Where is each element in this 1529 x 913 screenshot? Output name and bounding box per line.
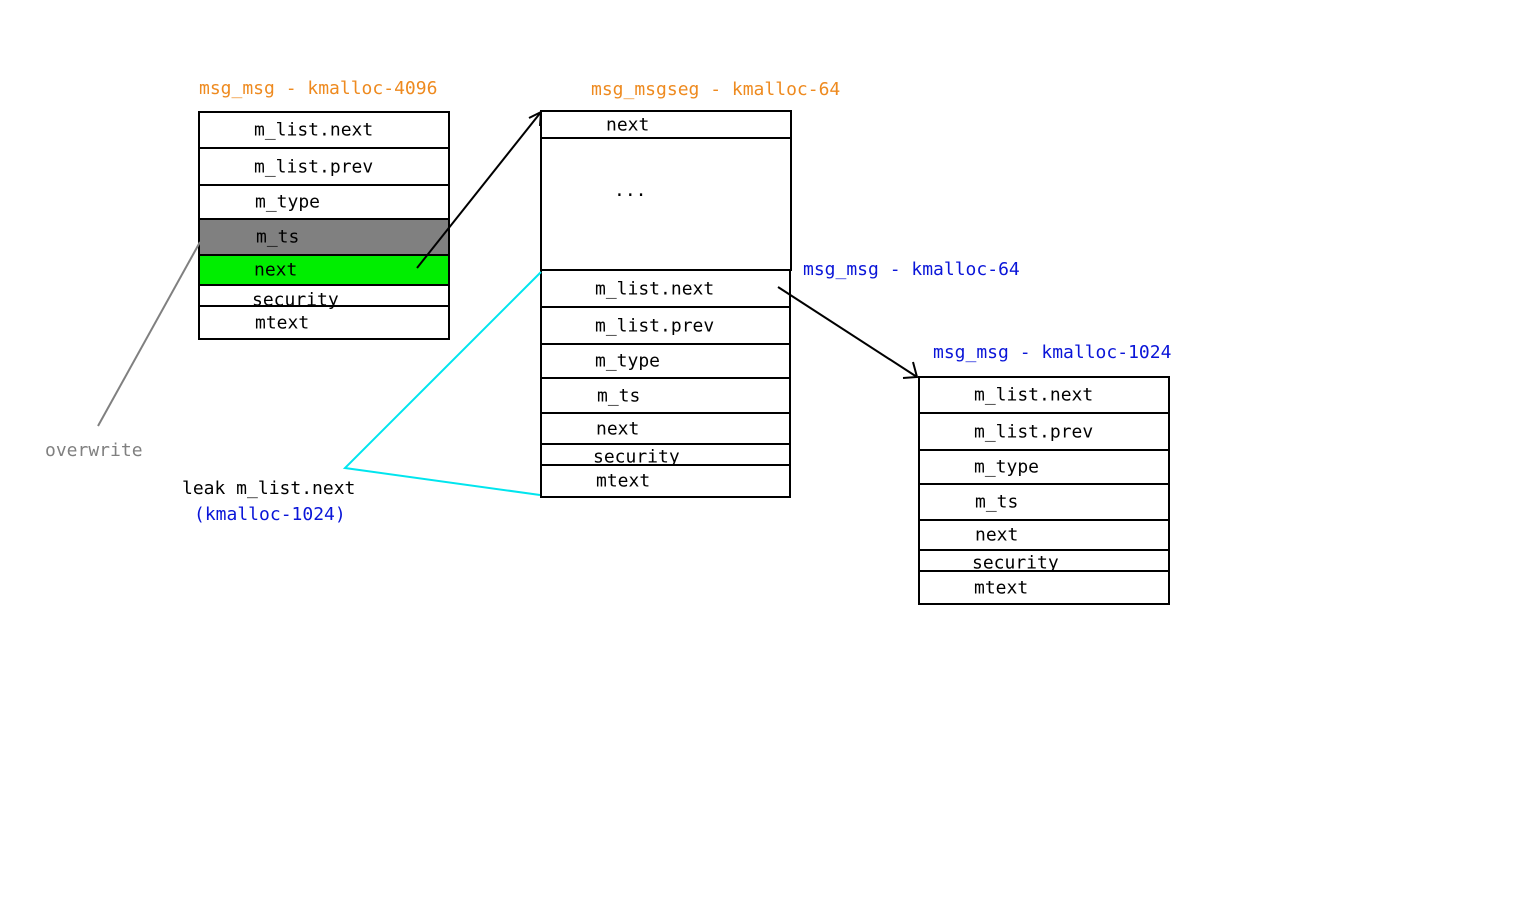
- field-m-list-next: m_list.next: [920, 378, 1168, 414]
- mlist-to-1024-arrowhead: [902, 361, 919, 379]
- ellipsis-text: ...: [614, 180, 647, 201]
- msg-msg-1024-title: msg_msg - kmalloc-1024: [933, 342, 1172, 363]
- field-m-list-prev: m_list.prev: [920, 414, 1168, 451]
- msg-msg-4096-struct: m_list.next m_list.prev m_type m_ts next…: [198, 111, 450, 340]
- field-mtext: mtext: [255, 312, 310, 333]
- field-m-list-prev: m_list.prev: [542, 308, 789, 345]
- field-m-ts-overwritten: m_ts: [200, 220, 448, 256]
- field-m-ts: m_ts: [920, 485, 1168, 521]
- msg-msg-64-title: msg_msg - kmalloc-64: [803, 259, 1020, 280]
- field-security: security: [542, 445, 789, 468]
- msg-msg-64-struct: m_list.next m_list.prev m_type m_ts next…: [540, 269, 791, 498]
- field-m-ts: m_ts: [542, 379, 789, 414]
- msg-msgseg-64-title: msg_msgseg - kmalloc-64: [591, 79, 841, 100]
- field-mtext: mtext: [974, 577, 1029, 598]
- field-m-list-next: m_list.next: [200, 113, 448, 149]
- leak-label: leak m_list.next: [182, 478, 356, 499]
- msg-msg-1024-struct: m_list.next m_list.prev m_type m_ts next…: [918, 376, 1170, 605]
- mlist-to-1024-arrow: [777, 286, 918, 378]
- field-next: next: [542, 414, 789, 445]
- field-m-type: m_type: [200, 186, 448, 220]
- field-security: security: [920, 551, 1168, 574]
- overwrite-label: overwrite: [45, 440, 143, 461]
- field-security: security: [200, 286, 448, 311]
- field-next: next: [920, 521, 1168, 551]
- field-m-type: m_type: [920, 451, 1168, 485]
- field-m-list-prev: m_list.prev: [200, 149, 448, 186]
- leak-label-kmalloc: (kmalloc-1024): [194, 504, 346, 525]
- overwrite-pointer-line: [97, 241, 201, 427]
- field-next-overwritten: next: [200, 256, 448, 286]
- field-seg-next: next: [542, 112, 790, 139]
- field-m-type: m_type: [542, 345, 789, 379]
- msg-msg-4096-title: msg_msg - kmalloc-4096: [199, 78, 438, 99]
- msg-msgseg-64-struct: next ...: [540, 110, 792, 271]
- field-m-list-next: m_list.next: [542, 271, 789, 308]
- field-mtext: mtext: [596, 470, 651, 492]
